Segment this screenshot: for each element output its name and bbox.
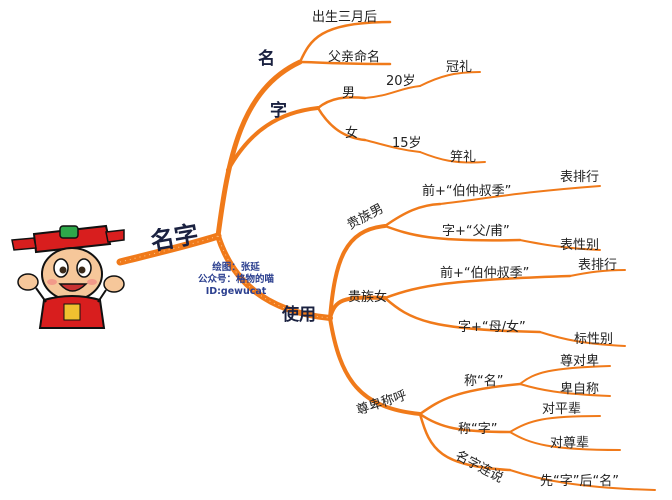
- call-ming-b: 卑自称: [560, 382, 600, 397]
- line-call-zi: [418, 412, 512, 434]
- line-ming-1: [298, 20, 392, 64]
- line-nf-front-meaning: [569, 269, 626, 277]
- line-nm-zi: [383, 224, 522, 242]
- line-noble-male: [328, 224, 387, 320]
- zi-female-rite: 笄礼: [450, 150, 477, 165]
- nf-zi-meaning: 标性别: [574, 332, 614, 347]
- combined-rule: 先“字”后“名”: [540, 474, 619, 489]
- line-noble-female: [328, 295, 387, 320]
- line-combined-rule: [509, 469, 656, 491]
- call-ming-a: 尊对卑: [560, 354, 600, 369]
- mascot-illustration: [11, 224, 125, 329]
- line-respect: [328, 316, 422, 416]
- credit-account: 公众号：格物的喵: [198, 274, 275, 285]
- line-nm-zi-meaning: [519, 239, 601, 251]
- credit-id: ID:gewucat: [205, 286, 267, 297]
- line-ming-2: [298, 60, 392, 66]
- branch-ming-title: 名: [258, 49, 275, 69]
- line-nm-front-meaning: [439, 185, 601, 205]
- call-zi-b: 对尊辈: [550, 436, 590, 451]
- nm-zi: 字+“父/甫”: [442, 224, 510, 239]
- credits-block: 绘图：张延 公众号：格物的喵 ID:gewucat: [198, 262, 274, 298]
- line-zi-male-age: [364, 85, 421, 99]
- call-zi-a: 对平辈: [542, 402, 582, 417]
- ming-child-2: 父亲命名: [328, 50, 381, 65]
- ming-child-1: 出生三月后: [312, 10, 378, 25]
- nf-front-meaning: 表排行: [578, 258, 618, 273]
- line-call-zi-a: [509, 415, 601, 433]
- line-zi-male: [316, 96, 367, 110]
- credit-author: 绘图：张延: [212, 262, 260, 273]
- noble-female-label: 贵族女: [348, 290, 388, 305]
- nf-front: 前+“伯仲叔季”: [440, 266, 530, 281]
- line-combined: [418, 412, 512, 472]
- line-call-ming-a: [519, 365, 611, 385]
- nm-zi-meaning: 表性别: [560, 238, 600, 253]
- call-ming: 称“名”: [464, 374, 504, 389]
- nm-front-meaning: 表排行: [560, 170, 600, 185]
- branch-use-title: 使用: [282, 305, 316, 325]
- call-zi: 称“字”: [458, 422, 498, 437]
- branch-zi-line: [226, 106, 320, 172]
- line-nf-zi: [383, 296, 542, 334]
- line-zi-female: [316, 106, 367, 142]
- line-nf-zi-meaning: [539, 331, 626, 347]
- nf-zi: 字+“母/女”: [458, 320, 526, 335]
- zi-male-label: 男: [342, 86, 356, 101]
- line-zi-male-rite: [419, 71, 481, 87]
- line-nf-front: [383, 274, 572, 300]
- branch-zi-title: 字: [270, 101, 287, 121]
- line-nm-front: [383, 202, 442, 228]
- zi-male-rite: 冠礼: [446, 60, 473, 75]
- line-call-ming-b: [519, 383, 611, 397]
- nm-front: 前+“伯仲叔季”: [422, 184, 512, 199]
- zi-female-age: 15岁: [392, 136, 422, 151]
- line-call-ming: [418, 382, 522, 416]
- branch-ming-line: [215, 59, 303, 239]
- zi-male-age: 20岁: [386, 74, 416, 89]
- zi-female-label: 女: [345, 126, 359, 141]
- line-call-zi-b: [509, 431, 621, 451]
- line-zi-female-age: [364, 139, 421, 153]
- line-zi-female-rite: [419, 151, 486, 164]
